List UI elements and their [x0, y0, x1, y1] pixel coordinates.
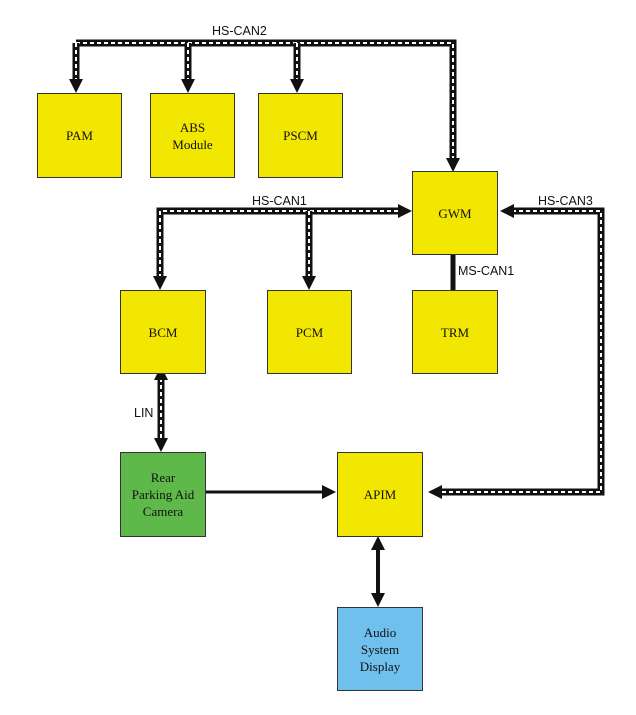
ms-can1-label: MS-CAN1	[458, 264, 515, 278]
audio-system-display-module: Audio System Display	[337, 607, 423, 691]
bcm-module: BCM	[120, 290, 206, 374]
pam-module: PAM	[37, 93, 122, 178]
lin-label: LIN	[134, 406, 154, 420]
pscm-module: PSCM	[258, 93, 343, 178]
hs-can2-label: HS-CAN2	[212, 24, 267, 38]
hs-can3-bus	[428, 204, 605, 499]
hs-can1-bus	[153, 204, 412, 290]
trm-module: TRM	[412, 290, 498, 374]
gwm-module: GWM	[412, 171, 498, 255]
apim-audio-link	[371, 536, 385, 607]
apim-module: APIM	[337, 452, 423, 537]
hs-can2-bus	[69, 39, 460, 172]
pcm-module: PCM	[267, 290, 352, 374]
camera-to-apim-link	[206, 485, 336, 499]
hs-can3-label: HS-CAN3	[538, 194, 593, 208]
abs-module: ABS Module	[150, 93, 235, 178]
rear-parking-aid-camera-module: Rear Parking Aid Camera	[120, 452, 206, 537]
lin-link	[154, 366, 168, 452]
hs-can1-label: HS-CAN1	[252, 194, 307, 208]
